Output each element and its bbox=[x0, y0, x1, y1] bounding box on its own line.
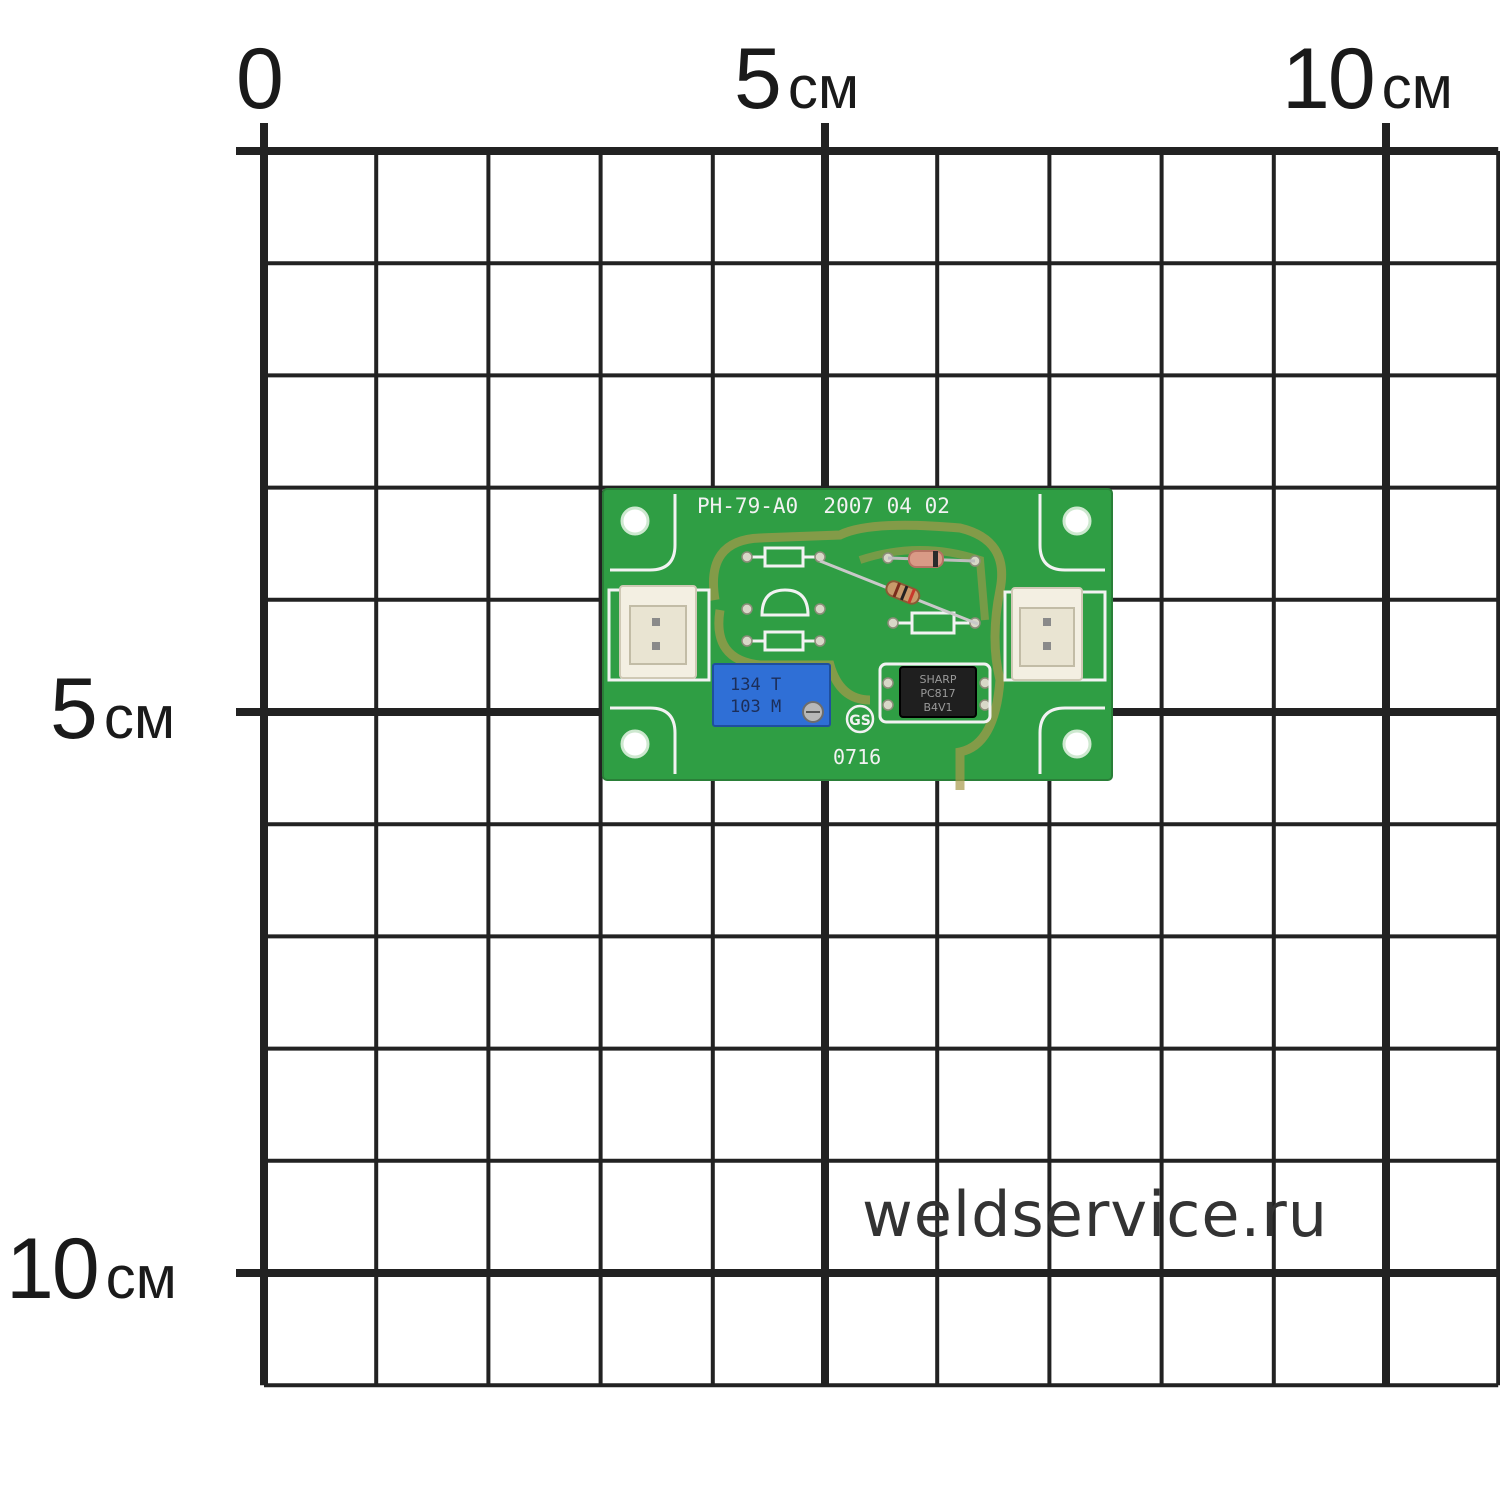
solder-pad bbox=[882, 677, 894, 689]
optocoupler-marking-1: SHARP bbox=[919, 673, 956, 686]
silk-transistor-outline bbox=[760, 588, 810, 617]
gs-logo-circle bbox=[845, 704, 875, 734]
corner-mark-br bbox=[1038, 706, 1105, 774]
mount-hole-tl bbox=[620, 506, 650, 536]
connector-right-socket bbox=[1019, 607, 1075, 667]
resistor-band bbox=[900, 585, 909, 601]
watermark-text: weldservice.ru bbox=[862, 1178, 1329, 1251]
solder-pad bbox=[887, 617, 899, 629]
solder-pad bbox=[741, 603, 753, 615]
mount-hole-bl bbox=[620, 729, 650, 759]
connector-pin bbox=[652, 642, 660, 650]
resistor-band bbox=[907, 588, 916, 604]
resistor-band bbox=[892, 582, 901, 598]
solder-pad bbox=[741, 551, 753, 563]
optocoupler-marking-2: PC817 bbox=[920, 687, 955, 700]
ruler-top-label-0: 0 bbox=[236, 31, 284, 127]
diode-band bbox=[933, 551, 938, 567]
mount-hole-br bbox=[1062, 729, 1092, 759]
silkscreen-board-id: PH-79-A0 2007 04 02 bbox=[697, 494, 950, 518]
solder-pad bbox=[882, 699, 894, 711]
corner-mark-bl bbox=[610, 706, 677, 774]
trimmer-marking-2: 103 M bbox=[730, 697, 781, 717]
solder-pad bbox=[741, 635, 753, 647]
copper-trace bbox=[709, 520, 1007, 790]
connector-left-socket bbox=[629, 605, 687, 665]
corner-mark-tr bbox=[1038, 494, 1105, 572]
trimmer-marking-1: 134 T bbox=[730, 675, 781, 695]
solder-pad bbox=[814, 635, 826, 647]
connector-pin bbox=[1043, 618, 1051, 626]
solder-pad bbox=[814, 551, 826, 563]
silkscreen-date-code: 0716 bbox=[833, 745, 881, 769]
connector-pin bbox=[1043, 642, 1051, 650]
mount-hole-tr bbox=[1062, 506, 1092, 536]
optocoupler-chip bbox=[899, 666, 977, 718]
corner-mark-tl bbox=[610, 494, 677, 572]
pcb-board: 134 T 103 M SHARP PC817 B4V1 GS PH-79-A0… bbox=[602, 488, 1113, 790]
connector-pin bbox=[652, 618, 660, 626]
trimmer-potentiometer bbox=[712, 663, 831, 727]
optocoupler-marking-3: B4V1 bbox=[923, 701, 952, 714]
gs-logo-text: GS bbox=[849, 713, 871, 729]
solder-pad bbox=[814, 603, 826, 615]
optocoupler-outline bbox=[878, 662, 992, 724]
